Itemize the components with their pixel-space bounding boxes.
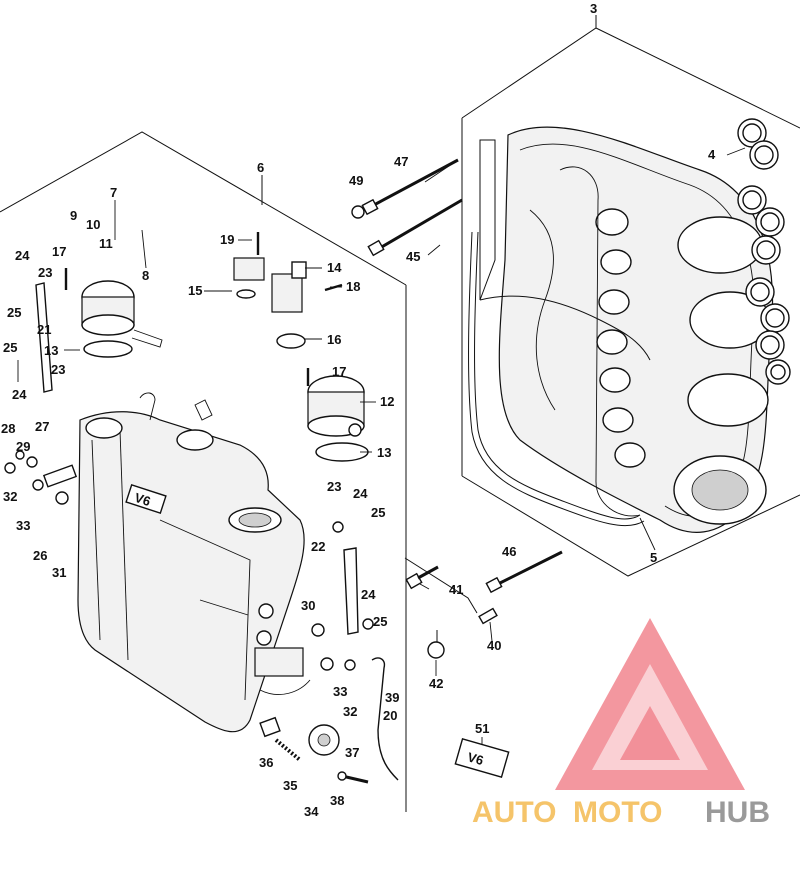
v6-badge-51-text: V6 <box>466 749 485 768</box>
callout-32b: 32 <box>343 704 357 719</box>
callout-46: 46 <box>502 544 516 559</box>
callout-33a: 33 <box>16 518 30 533</box>
callout-8: 8 <box>142 268 149 283</box>
callout-4: 4 <box>708 147 716 162</box>
callout-37: 37 <box>345 745 359 760</box>
callout-13b: 13 <box>377 445 391 460</box>
gasket-4 <box>737 118 791 385</box>
callout-18: 18 <box>346 279 360 294</box>
v6-badge-text: V6 <box>133 490 153 509</box>
leader-lines <box>64 147 746 760</box>
callout-38: 38 <box>330 793 344 808</box>
callout-24c: 24 <box>353 486 368 501</box>
callout-10: 10 <box>86 217 100 232</box>
callout-24b: 24 <box>12 387 27 402</box>
panel-3-frame <box>461 15 800 577</box>
callout-15: 15 <box>188 283 202 298</box>
throttle-body-lower <box>307 375 369 462</box>
callout-13a: 13 <box>44 343 58 358</box>
callout-51: 51 <box>475 721 489 736</box>
callout-29: 29 <box>16 439 30 454</box>
callout-42: 42 <box>429 676 443 691</box>
callout-16: 16 <box>327 332 341 347</box>
callout-25c: 25 <box>371 505 385 520</box>
intake-manifold-plate <box>498 126 773 533</box>
silencer-body <box>77 392 305 733</box>
callout-14: 14 <box>327 260 342 275</box>
v6-badge-on-body: V6 <box>125 483 167 515</box>
callout-22: 22 <box>311 539 325 554</box>
callout-9: 9 <box>70 208 77 223</box>
linkage-right <box>254 521 399 784</box>
callout-25b: 25 <box>3 340 17 355</box>
callout-28: 28 <box>1 421 15 436</box>
gasket-5 <box>468 139 651 527</box>
linkage-left <box>4 282 78 505</box>
callout-32a: 32 <box>3 489 17 504</box>
callout-6: 6 <box>257 160 264 175</box>
callout-24d: 24 <box>361 587 376 602</box>
callout-24a: 24 <box>15 248 30 263</box>
throttle-body-upper <box>81 280 163 358</box>
automotohub-watermark: AUTO MOTO HUB <box>472 618 770 829</box>
callout-23b: 23 <box>51 362 65 377</box>
callout-17b: 17 <box>332 364 346 379</box>
callout-labels: 3 4 5 6 7 8 9 10 11 12 13 13 14 15 16 17… <box>1 1 716 819</box>
callout-21: 21 <box>37 322 51 337</box>
callout-41: 41 <box>449 582 463 597</box>
callout-23a: 23 <box>38 265 52 280</box>
panel-6-frame <box>0 131 407 812</box>
sensors <box>64 232 343 386</box>
callout-39: 39 <box>385 690 399 705</box>
callout-45: 45 <box>406 249 420 264</box>
long-bolts <box>351 158 563 659</box>
callout-33b: 33 <box>333 684 347 699</box>
callout-12: 12 <box>380 394 394 409</box>
callout-27: 27 <box>35 419 49 434</box>
callout-25d: 25 <box>373 614 387 629</box>
callout-7: 7 <box>110 185 117 200</box>
callout-17a: 17 <box>52 244 66 259</box>
watermark-brand-moto: MOTO <box>573 796 662 829</box>
callout-25a: 25 <box>7 305 21 320</box>
callout-30: 30 <box>301 598 315 613</box>
callout-49: 49 <box>349 173 363 188</box>
watermark-brand-hub: HUB <box>705 796 770 829</box>
callout-3: 3 <box>590 1 597 16</box>
callout-31: 31 <box>52 565 66 580</box>
callout-23c: 23 <box>327 479 341 494</box>
callout-34: 34 <box>304 804 319 819</box>
callout-11: 11 <box>99 236 113 251</box>
watermark-brand-auto: AUTO <box>472 796 556 829</box>
callout-20: 20 <box>383 708 397 723</box>
callout-35: 35 <box>283 778 297 793</box>
callout-47: 47 <box>394 154 408 169</box>
callout-19: 19 <box>220 232 234 247</box>
callout-5: 5 <box>650 550 657 565</box>
callout-36: 36 <box>259 755 273 770</box>
callout-26: 26 <box>33 548 47 563</box>
v6-badge-51: V6 <box>454 738 510 778</box>
callout-40: 40 <box>487 638 501 653</box>
